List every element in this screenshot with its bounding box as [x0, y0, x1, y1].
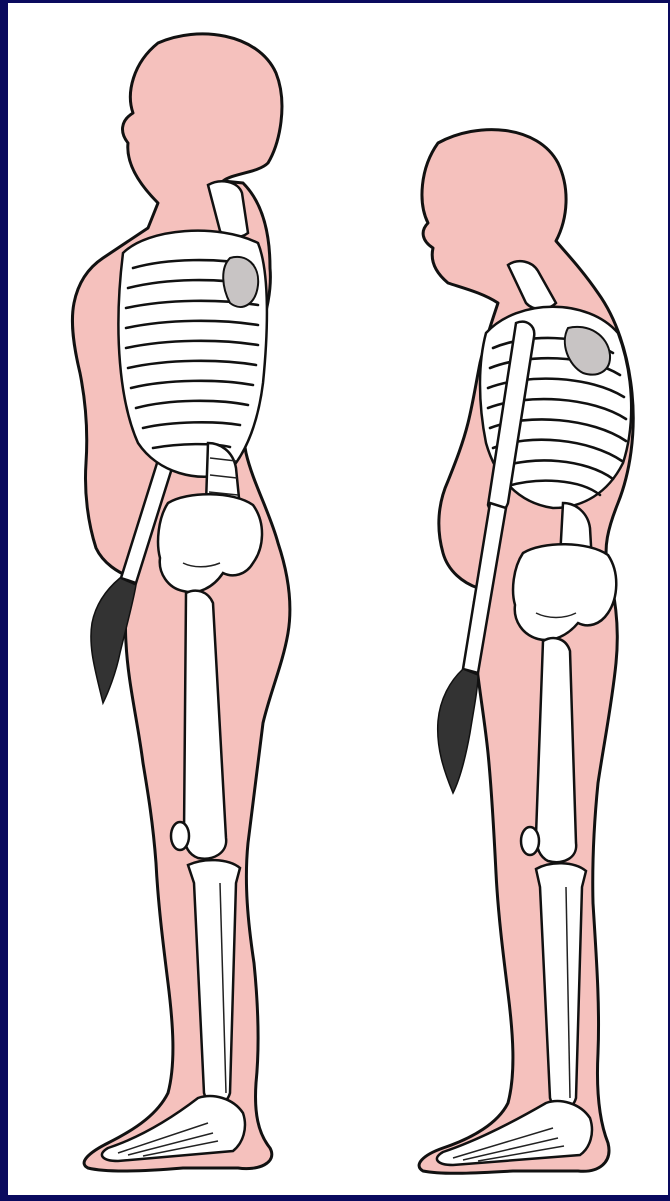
- kyphosis-femur: [536, 638, 576, 862]
- normal-patella: [171, 822, 189, 850]
- illustration-canvas: [8, 3, 668, 1195]
- kyphosis-hand: [438, 669, 478, 793]
- posture-comparison-illustration: [8, 3, 668, 1195]
- normal-scapula: [223, 257, 258, 307]
- normal-posture-figure: [72, 34, 290, 1171]
- kyphosis-patella: [521, 827, 539, 855]
- kyphosis-posture-figure: [419, 130, 633, 1174]
